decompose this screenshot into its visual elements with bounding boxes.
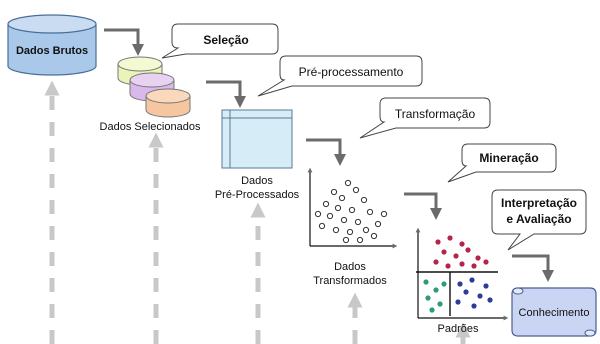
- callout-interpretation: Interpretação e Avaliação: [491, 189, 587, 251]
- feedback-arrows: [44, 80, 471, 344]
- transformed-data-label-2: Transformados: [313, 275, 387, 287]
- patterns-plot: [415, 227, 509, 321]
- callout-selection: Seleção: [161, 23, 279, 59]
- arrow-preprocessing: [206, 80, 246, 108]
- scatter-point: [362, 226, 370, 234]
- raw-data-cylinder: Dados Brutos: [7, 14, 97, 76]
- pattern-point: [435, 239, 441, 245]
- pattern-point: [457, 281, 463, 287]
- step-arrows: [104, 28, 554, 282]
- pattern-point: [441, 249, 447, 255]
- callout-mining: Mineração: [447, 143, 557, 183]
- pattern-point: [425, 295, 431, 301]
- scatter-point: [340, 216, 348, 224]
- pattern-point: [433, 259, 439, 265]
- pattern-point: [459, 241, 465, 247]
- transformed-data-label-1: Dados: [334, 261, 366, 273]
- callout-transformation: Transformação: [359, 97, 491, 139]
- scatter-point: [370, 232, 378, 240]
- pattern-point: [429, 307, 435, 313]
- preprocessing-label: Pré-processamento: [299, 65, 404, 79]
- preprocessed-data-label-2: Pré-Processados: [215, 189, 300, 201]
- transformed-data-plot: [307, 167, 398, 249]
- pattern-points: [423, 235, 493, 313]
- pattern-point: [471, 303, 477, 309]
- pattern-point: [433, 287, 439, 293]
- scatter-point: [356, 236, 364, 244]
- pattern-point: [447, 235, 453, 241]
- scatter-point: [366, 208, 374, 216]
- pattern-point: [469, 277, 475, 283]
- pattern-point: [459, 261, 465, 267]
- pattern-point: [471, 263, 477, 269]
- scatter-point: [344, 179, 352, 187]
- scatter-point: [346, 228, 354, 236]
- pattern-point: [465, 247, 471, 253]
- callout-preprocessing: Pré-processamento: [257, 55, 423, 97]
- preprocessed-data-table: [221, 109, 293, 169]
- scatter-point: [318, 222, 326, 230]
- pattern-point: [483, 283, 489, 289]
- scatter-point: [360, 196, 368, 204]
- pattern-point: [455, 299, 461, 305]
- interpretation-label-1: Interpretação: [501, 196, 577, 210]
- scatter-point: [334, 204, 342, 212]
- pattern-point: [453, 253, 459, 259]
- selection-label: Seleção: [203, 33, 248, 47]
- scatter-point: [374, 220, 382, 228]
- pattern-point: [463, 289, 469, 295]
- pattern-point: [487, 297, 493, 303]
- scatter-point: [338, 194, 346, 202]
- knowledge-scroll: Conhecimento: [511, 287, 597, 337]
- mining-label: Mineração: [479, 151, 538, 165]
- scatter-point: [326, 212, 334, 220]
- selected-data-label: Dados Selecionados: [100, 121, 201, 133]
- raw-data-label: Dados Brutos: [16, 45, 88, 57]
- pattern-point: [441, 281, 447, 287]
- preprocessed-data-label-1: Dados: [241, 175, 273, 187]
- arrow-interpretation: [512, 254, 554, 282]
- arrow-selection: [104, 28, 144, 56]
- patterns-label: Padrões: [438, 323, 479, 335]
- scatter-point: [352, 186, 360, 194]
- pattern-point: [483, 259, 489, 265]
- pattern-point: [423, 279, 429, 285]
- pattern-point: [477, 293, 483, 299]
- scatter-point: [322, 200, 330, 208]
- selected-data-cylinders: [117, 56, 191, 118]
- scatter-point: [330, 188, 338, 196]
- arrow-mining: [404, 192, 442, 220]
- scatter-point: [348, 206, 356, 214]
- interpretation-label-2: e Avaliação: [506, 212, 571, 226]
- scatter-point: [380, 210, 388, 218]
- pattern-point: [445, 263, 451, 269]
- transformed-points: [314, 179, 388, 244]
- scatter-point: [314, 210, 322, 218]
- transformation-label: Transformação: [395, 107, 476, 121]
- scatter-point: [354, 218, 362, 226]
- arrow-transformation: [306, 138, 346, 166]
- scatter-point: [342, 236, 350, 244]
- pattern-point: [475, 255, 481, 261]
- scatter-point: [332, 226, 340, 234]
- pattern-point: [437, 301, 443, 307]
- knowledge-label: Conhecimento: [519, 307, 590, 319]
